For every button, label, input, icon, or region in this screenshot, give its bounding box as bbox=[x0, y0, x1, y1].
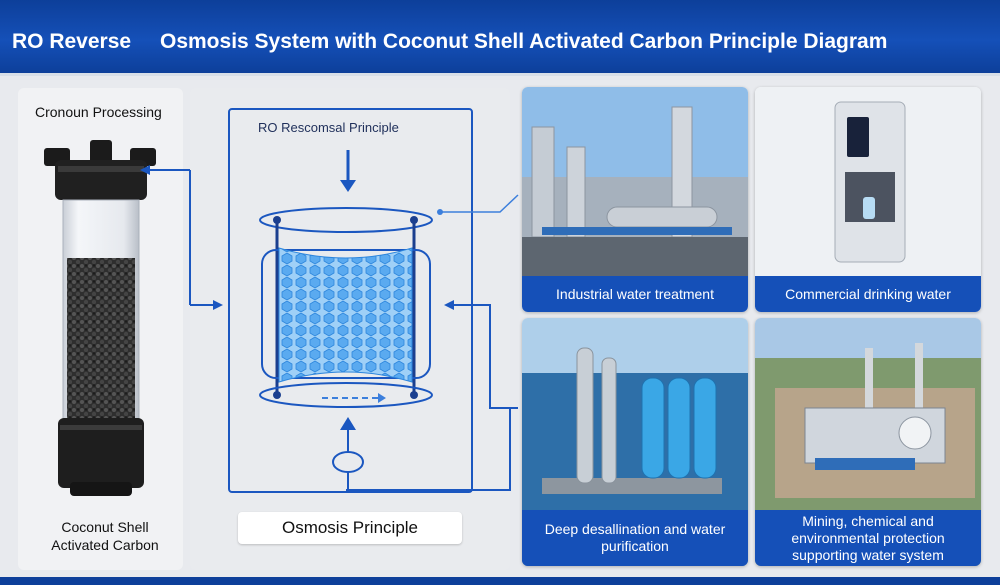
commercial-drinking-card[interactable]: Commercial drinking water bbox=[755, 87, 981, 312]
mining-chemical-card[interactable]: Mining, chemical and environmental prote… bbox=[755, 318, 981, 566]
industrial-water-label: Industrial water treatment bbox=[522, 276, 748, 312]
industrial-plant-image bbox=[522, 87, 748, 277]
mining-chemical-label: Mining, chemical and environmental prote… bbox=[755, 510, 981, 566]
desalination-label: Deep desallination and water purificatio… bbox=[522, 510, 748, 566]
header-banner: RO Reverse Osmosis System with Coconut S… bbox=[0, 0, 1000, 76]
carbon-caption-line-2: Activated Carbon bbox=[51, 537, 159, 553]
ro-principle-heading: RO Rescomsal Principle bbox=[258, 120, 399, 135]
desalination-card[interactable]: Deep desallination and water purificatio… bbox=[522, 318, 748, 566]
processing-heading: Cronoun Processing bbox=[35, 104, 162, 120]
title-part-2: Osmosis System with Coconut Shell Activa… bbox=[160, 30, 888, 53]
commercial-drinking-label: Commercial drinking water bbox=[755, 276, 981, 312]
ro-diagram-frame bbox=[228, 108, 473, 493]
title-part-1: RO Reverse bbox=[12, 30, 132, 53]
osmosis-caption: Osmosis Principle bbox=[238, 512, 462, 544]
carbon-caption: Coconut Shell Activated Carbon bbox=[25, 518, 185, 554]
footer-bar bbox=[0, 577, 1000, 585]
industrial-water-card[interactable]: Industrial water treatment bbox=[522, 87, 748, 312]
carbon-caption-line-1: Coconut Shell bbox=[61, 519, 149, 535]
water-dispenser-image bbox=[755, 87, 981, 312]
